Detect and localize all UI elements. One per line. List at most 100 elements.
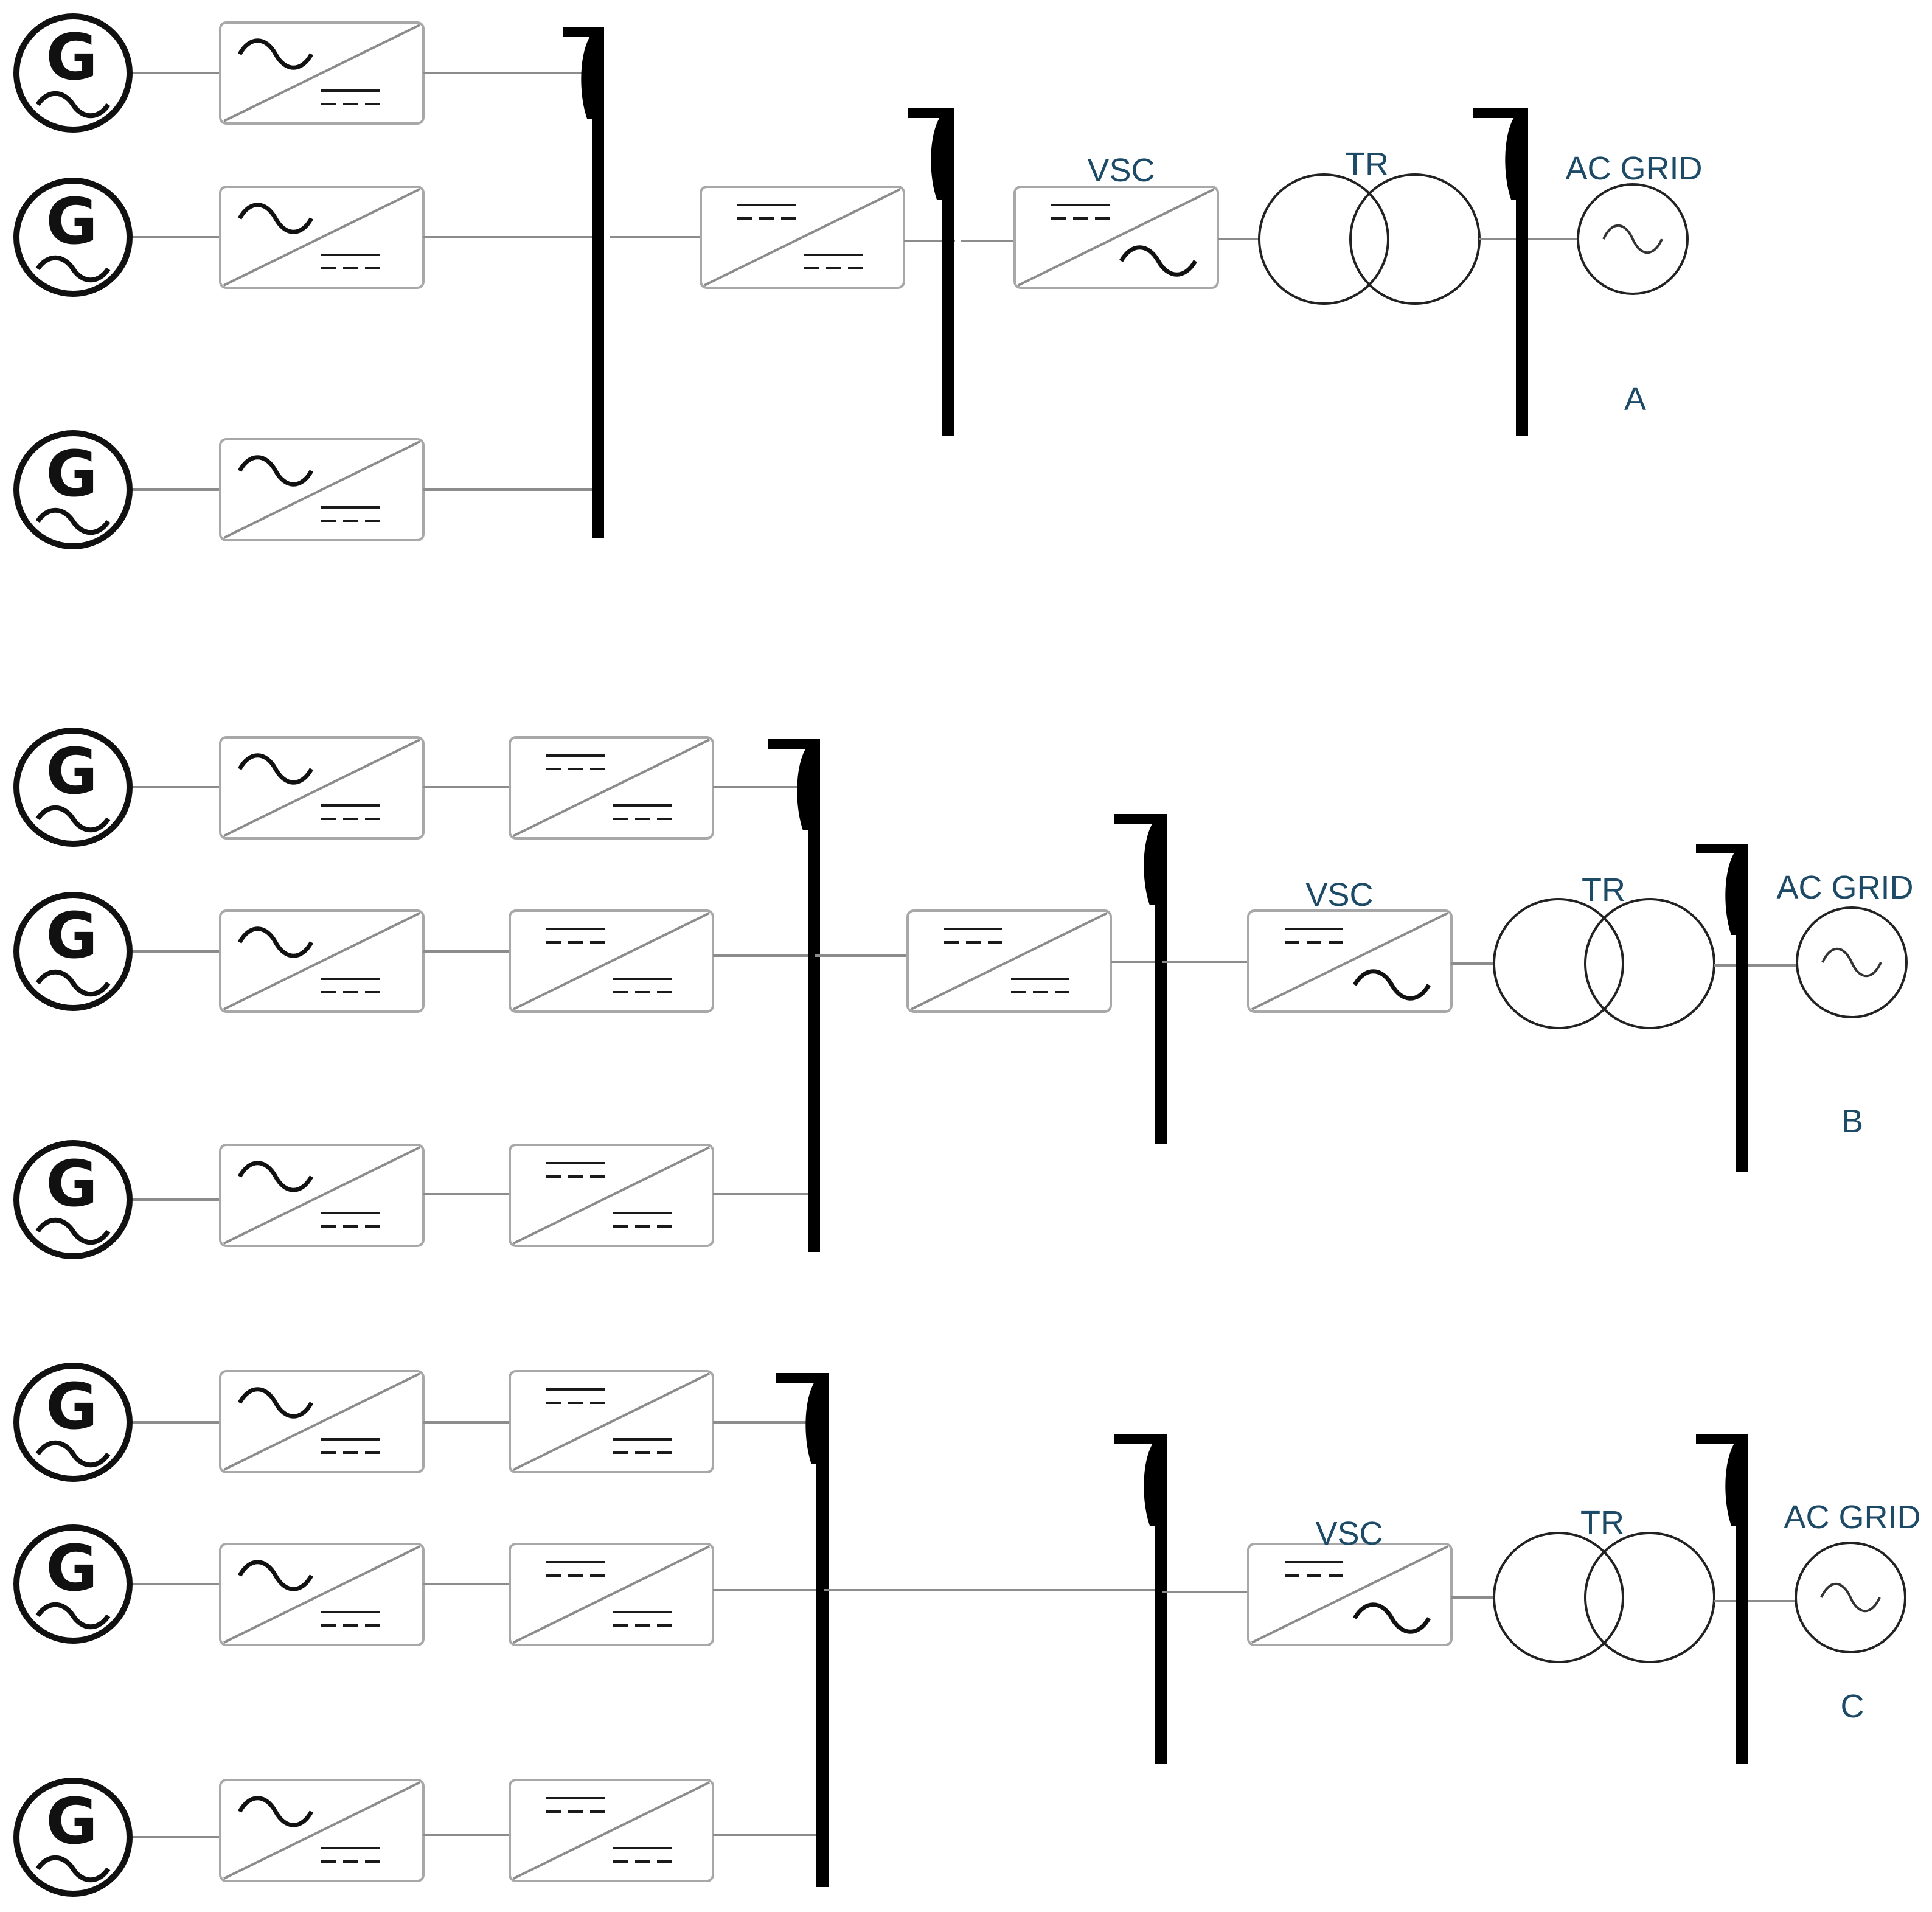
dc-dc-converter-b1 xyxy=(509,736,714,840)
generator-letter: G xyxy=(46,899,97,973)
converter-diagonal xyxy=(513,1372,710,1471)
bus-bar xyxy=(816,1373,829,1887)
vsc-converter-c xyxy=(1247,1543,1453,1646)
generator-letter: G xyxy=(46,1147,97,1221)
generator-sine-icon xyxy=(35,507,111,535)
ac-bus-a xyxy=(1473,108,1528,436)
bus-cap xyxy=(908,108,954,118)
bus-bar xyxy=(1736,844,1748,1172)
converter-diagonal xyxy=(223,1146,420,1245)
dc-bus-b2 xyxy=(1114,814,1167,1144)
ac-bus-c xyxy=(1696,1434,1748,1764)
grid-sine-icon xyxy=(1820,1582,1881,1613)
bus-cap xyxy=(768,739,820,749)
generator-ring xyxy=(13,178,133,297)
bus-cap xyxy=(1114,814,1167,824)
transformer-primary-winding xyxy=(1493,1532,1624,1663)
generator-a3: G xyxy=(13,430,133,549)
ac-dc-converter-b2 xyxy=(219,909,425,1013)
converter-diagonal xyxy=(911,912,1108,1010)
generator-sine-icon xyxy=(35,1855,111,1883)
grid-sine-icon xyxy=(1602,224,1663,254)
dc-dc-converter-c2 xyxy=(509,1543,714,1646)
ac-symbol-icon xyxy=(237,1560,314,1591)
ac-dc-converter-a3 xyxy=(219,438,425,541)
vsc-converter-b xyxy=(1247,909,1453,1013)
generator-letter: G xyxy=(46,20,97,94)
ac-symbol-icon xyxy=(237,1387,314,1419)
configuration-c: G G G VSC TR AC GRID C xyxy=(13,1363,1921,1897)
generator-sine-icon xyxy=(35,969,111,997)
bus-cap xyxy=(1473,108,1528,118)
generator-sine-icon xyxy=(35,91,111,119)
generator-letter: G xyxy=(46,184,97,259)
ac-symbol-icon xyxy=(237,1796,314,1827)
transformer-label: TR xyxy=(1345,146,1389,183)
configuration-caption-b: B xyxy=(1841,1103,1863,1139)
converter-diagonal xyxy=(704,188,901,287)
transformer-c xyxy=(1493,1532,1715,1663)
ac-bus-b xyxy=(1696,844,1748,1172)
converter-diagonal xyxy=(223,739,420,837)
converter-diagonal xyxy=(513,1146,710,1245)
generator-sine-icon xyxy=(35,1217,111,1245)
transformer-label: TR xyxy=(1582,872,1625,908)
ac-dc-converter-c3 xyxy=(219,1779,425,1882)
dc-dc-converter-c1 xyxy=(509,1370,714,1473)
ac-dc-converter-b1 xyxy=(219,736,425,840)
ac-dc-converter-b3 xyxy=(219,1144,425,1247)
bus-bar xyxy=(1736,1434,1748,1764)
vsc-converter-a xyxy=(1013,186,1219,289)
transformer-primary-winding xyxy=(1493,898,1624,1029)
bus-cap xyxy=(1696,1434,1748,1444)
bus-bar xyxy=(942,108,954,436)
converter-diagonal xyxy=(223,1372,420,1471)
converter-diagonal xyxy=(1251,912,1448,1010)
generator-b3: G xyxy=(13,1140,133,1259)
generator-letter: G xyxy=(46,1531,97,1605)
generator-ring xyxy=(13,728,133,847)
vsc-label: VSC xyxy=(1305,877,1373,913)
generator-ring xyxy=(13,1524,133,1644)
dc-bus-a2 xyxy=(908,108,954,436)
generator-ring xyxy=(13,430,133,549)
converter-diagonal xyxy=(513,912,710,1010)
dc-dc-converter-c3 xyxy=(509,1779,714,1882)
dc-bus-c1 xyxy=(776,1373,829,1887)
bus-bar xyxy=(808,739,820,1252)
converter-diagonal xyxy=(513,739,710,837)
dc-bus-c2 xyxy=(1114,1434,1167,1764)
ac-symbol-icon xyxy=(237,926,314,958)
generator-ring xyxy=(13,13,133,133)
transformer-primary-winding xyxy=(1258,173,1389,305)
generator-sine-icon xyxy=(35,805,111,833)
converter-diagonal xyxy=(223,1545,420,1644)
bus-bar xyxy=(592,27,604,538)
generator-b2: G xyxy=(13,892,133,1011)
bus-bulge xyxy=(1725,1441,1736,1526)
converter-diagonal xyxy=(513,1545,710,1644)
bus-cap xyxy=(563,27,604,37)
converter-diagonal xyxy=(1018,188,1215,287)
generator-c1: G xyxy=(13,1363,133,1482)
dc-dc-collector-converter-b xyxy=(906,909,1112,1013)
dc-bus-b1 xyxy=(768,739,820,1252)
ac-symbol-icon xyxy=(237,38,314,70)
bus-bulge xyxy=(1144,1441,1155,1526)
converter-diagonal xyxy=(513,1781,710,1880)
generator-ring xyxy=(13,1363,133,1482)
generator-b1: G xyxy=(13,728,133,847)
ac-symbol-icon xyxy=(237,455,314,487)
transformer-label: TR xyxy=(1580,1504,1624,1541)
generator-sine-icon xyxy=(35,1602,111,1630)
generator-c2: G xyxy=(13,1524,133,1644)
generator-sine-icon xyxy=(35,255,111,283)
converter-diagonal xyxy=(223,188,420,287)
ac-grid-a xyxy=(1577,183,1689,295)
dc-dc-converter-b3 xyxy=(509,1144,714,1247)
vsc-label: VSC xyxy=(1087,152,1155,189)
ac-grid-c xyxy=(1795,1542,1906,1653)
ac-dc-converter-c1 xyxy=(219,1370,425,1473)
configuration-caption-a: A xyxy=(1624,381,1646,417)
